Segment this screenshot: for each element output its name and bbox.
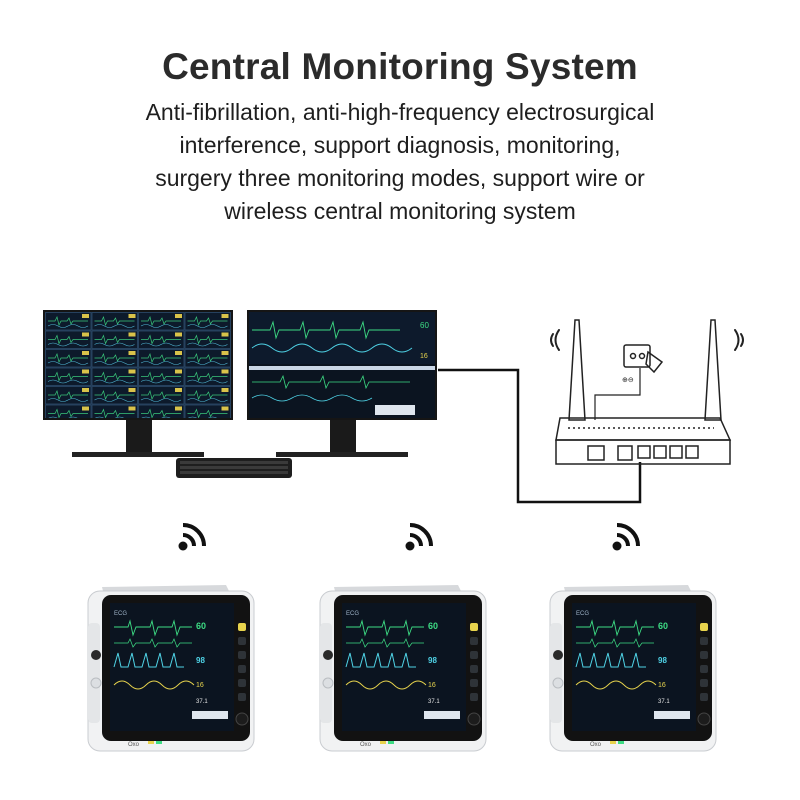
network-cable <box>438 368 642 504</box>
patient-monitor: ECG 60 98 16 37.1 Oxo <box>319 585 487 752</box>
svg-text:98: 98 <box>658 656 667 665</box>
radio-signal-icon <box>550 329 744 351</box>
svg-text:16: 16 <box>658 682 666 689</box>
svg-text:37.1: 37.1 <box>196 699 208 705</box>
monitor-stand-neck <box>126 420 152 456</box>
svg-text:60: 60 <box>658 621 668 631</box>
svg-text:16: 16 <box>428 682 436 689</box>
svg-text:ECG: ECG <box>114 611 127 617</box>
svg-text:60: 60 <box>420 321 429 330</box>
monitor-stand-base <box>72 452 204 457</box>
central-station-monitor-left <box>43 310 233 457</box>
svg-text:16: 16 <box>420 353 428 360</box>
svg-text:98: 98 <box>428 656 437 665</box>
brand-logo: Oxo <box>360 742 372 748</box>
svg-text:37.1: 37.1 <box>658 699 670 705</box>
page-subtitle: Anti-fibrillation, anti-high-frequency e… <box>95 96 705 228</box>
keyboard <box>176 458 292 478</box>
monitor-stand-neck <box>330 420 356 456</box>
svg-text:ECG: ECG <box>576 611 589 617</box>
svg-text:ECG: ECG <box>346 611 359 617</box>
subtitle-line: wireless central monitoring system <box>224 198 576 224</box>
wifi-signal-icon <box>612 523 640 551</box>
page-title: Central Monitoring System <box>162 46 638 87</box>
svg-text:37.1: 37.1 <box>428 699 440 705</box>
wifi-signal-icon <box>405 523 433 551</box>
wireless-router: ⊕⊖ <box>555 319 732 465</box>
svg-text:98: 98 <box>196 656 205 665</box>
subtitle-line: Anti-fibrillation, anti-high-frequency e… <box>145 99 655 125</box>
central-station-monitor-right: 60 16 <box>247 310 437 457</box>
monitor-stand-base <box>276 452 408 457</box>
patient-monitor: ECG 60 98 16 37.1 Oxo <box>549 585 717 752</box>
svg-text:60: 60 <box>428 621 438 631</box>
subtitle-line: interference, support diagnosis, monitor… <box>179 132 621 158</box>
svg-text:⊕⊖: ⊕⊖ <box>622 377 634 384</box>
wifi-signal-icon <box>178 523 206 551</box>
svg-text:60: 60 <box>196 621 206 631</box>
svg-text:16: 16 <box>196 682 204 689</box>
patient-monitor: ECG 60 98 16 37.1 Oxo <box>87 585 255 752</box>
patient-grid-screen <box>45 312 231 418</box>
subtitle-line: surgery three monitoring modes, support … <box>155 165 645 191</box>
brand-logo: Oxo <box>590 742 602 748</box>
brand-logo: Oxo <box>128 742 140 748</box>
